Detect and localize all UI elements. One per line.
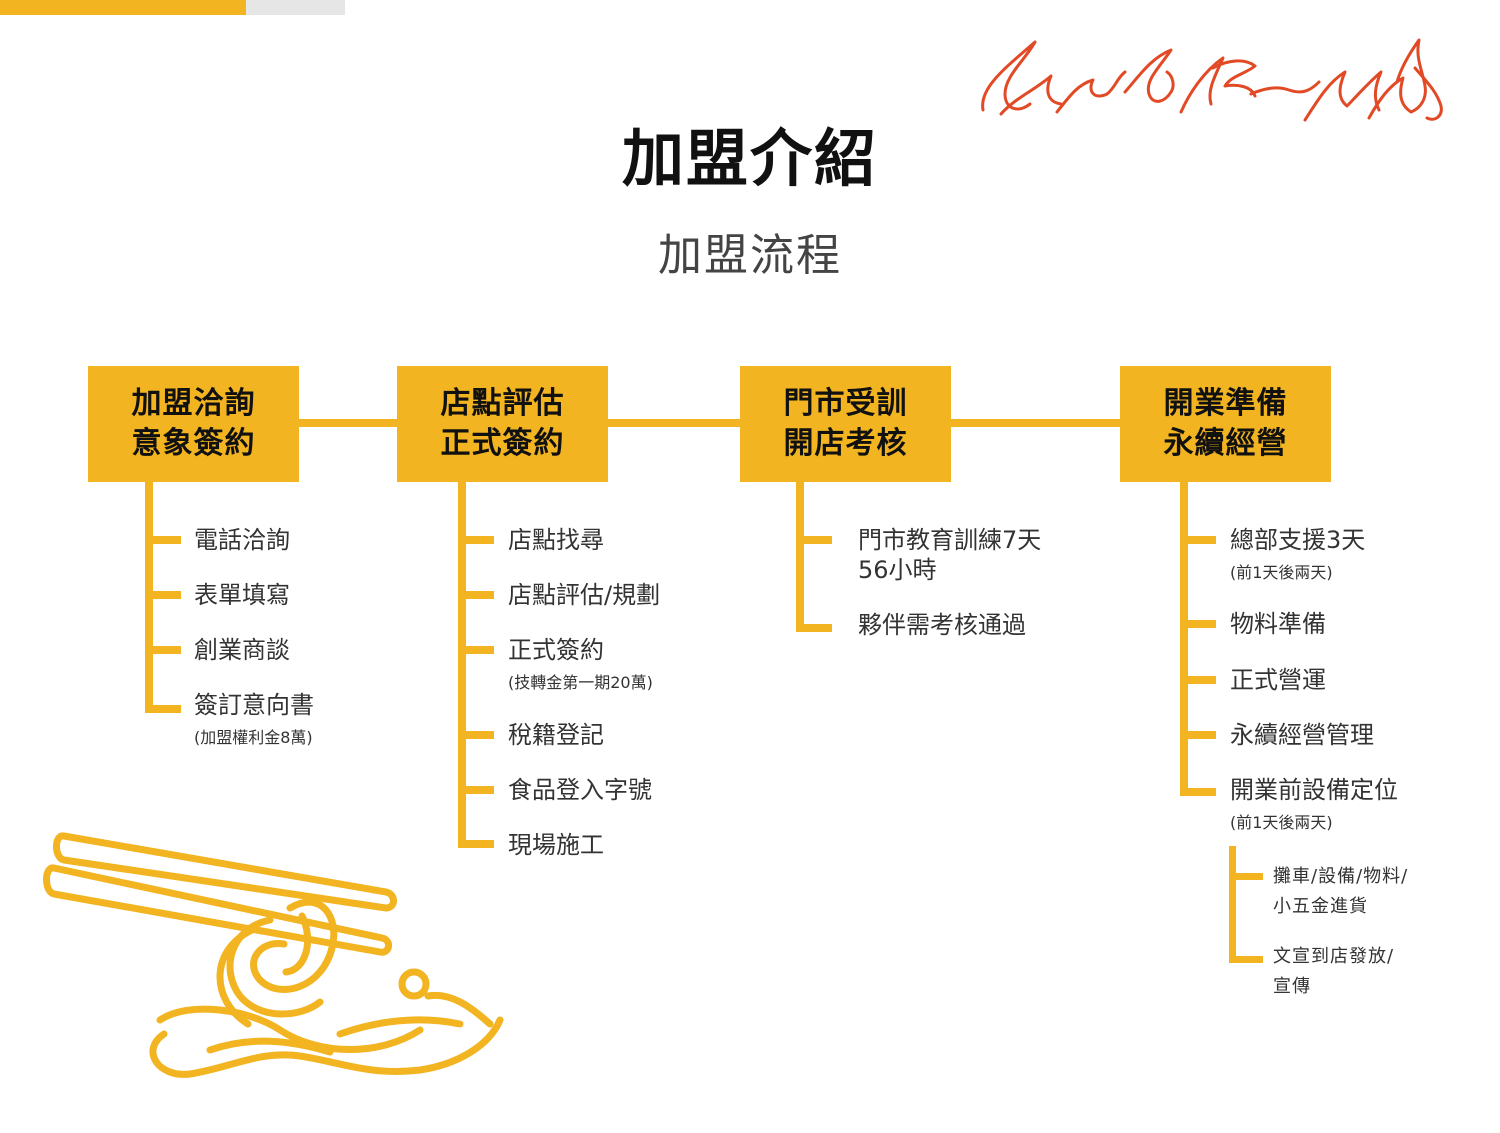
- step-form-fill: 表單填寫: [194, 581, 290, 609]
- step-tick: [458, 646, 494, 654]
- step-site-search: 店點找尋: [508, 526, 604, 554]
- step-store-training-hours: 56小時: [858, 556, 937, 584]
- step-note: (加盟權利金8萬): [194, 728, 313, 747]
- stage-label-line1: 門市受訓: [783, 386, 908, 422]
- substep-flyers: 文宣到店發放/ 宣傳: [1273, 942, 1394, 1001]
- step-staff-assessment: 夥伴需考核通過: [858, 611, 1026, 639]
- step-site-planning: 店點評估/規劃: [508, 581, 661, 609]
- flame-line-art-icon: [981, 38, 1443, 122]
- top-gray-bar: [246, 0, 345, 15]
- stage-box-site-evaluation: 店點評估 正式簽約: [397, 366, 608, 482]
- step-tick: [458, 786, 494, 794]
- page-title: 加盟介紹: [621, 122, 878, 195]
- step-tick: [1180, 788, 1216, 796]
- substep-line2: 小五金進貨: [1273, 895, 1368, 917]
- substep-stem: [1229, 846, 1236, 963]
- step-tick: [1180, 676, 1216, 684]
- stage-label-line1: 加盟洽詢: [131, 386, 256, 422]
- substep-line1: 文宣到店發放/: [1273, 946, 1395, 967]
- substep-cart-equipment: 攤車/設備/物料/ 小五金進貨: [1273, 862, 1408, 921]
- stage-box-opening: 開業準備 永續經營: [1120, 366, 1331, 482]
- step-business-talk: 創業商談: [194, 636, 290, 664]
- stage-label-line2: 正式簽約: [440, 426, 565, 461]
- stage-box-inquiry: 加盟洽詢 意象簽約: [88, 366, 299, 482]
- step-tick: [1180, 731, 1216, 739]
- step-material-prep: 物料準備: [1230, 610, 1326, 638]
- stage-box-training: 門市受訓 開店考核: [740, 366, 951, 482]
- substep-line2: 宣傳: [1273, 975, 1311, 997]
- step-tick: [796, 624, 832, 632]
- step-tick: [458, 731, 494, 739]
- step-formal-operation: 正式營運: [1230, 666, 1326, 694]
- step-food-license: 食品登入字號: [508, 776, 652, 804]
- step-note: (前1天後兩天): [1230, 813, 1333, 832]
- step-phone-inquiry: 電話洽詢: [194, 526, 290, 554]
- top-accent-bar: [0, 0, 246, 15]
- noodle-chopsticks-icon: [43, 832, 504, 1078]
- page-subtitle: 加盟流程: [658, 230, 842, 281]
- step-tick: [458, 840, 494, 848]
- substep-line1: 攤車/設備/物料/: [1273, 866, 1409, 887]
- step-tick: [145, 646, 181, 654]
- step-hq-support: 總部支援3天: [1230, 526, 1366, 554]
- stage-stem: [1180, 482, 1188, 796]
- stage-label-line1: 店點評估: [440, 386, 565, 422]
- step-tick: [145, 705, 181, 713]
- stage-label-line2: 意象簽約: [131, 426, 256, 461]
- step-tick: [796, 536, 832, 544]
- substep-tick: [1229, 956, 1263, 963]
- stage-label-line2: 開店考核: [783, 426, 908, 461]
- step-tick: [1180, 536, 1216, 544]
- stage-connector-line: [299, 419, 1121, 427]
- stage-stem: [796, 482, 804, 632]
- stage-stem: [458, 482, 466, 848]
- step-tick: [458, 536, 494, 544]
- stage-label-line2: 永續經營: [1163, 426, 1288, 461]
- substep-tick: [1229, 873, 1263, 880]
- step-store-training: 門市教育訓練7天: [858, 526, 1042, 554]
- step-tick: [1180, 620, 1216, 628]
- stage-label-line1: 開業準備: [1163, 386, 1288, 422]
- step-sustainable-management: 永續經營管理: [1230, 721, 1374, 749]
- step-note: (前1天後兩天): [1230, 563, 1333, 582]
- step-sign-intent: 簽訂意向書: [194, 691, 314, 719]
- step-tax-registration: 稅籍登記: [508, 721, 604, 749]
- step-tick: [458, 591, 494, 599]
- step-tick: [145, 591, 181, 599]
- step-construction: 現場施工: [508, 831, 604, 859]
- step-equipment-positioning: 開業前設備定位: [1230, 776, 1398, 804]
- step-tick: [145, 536, 181, 544]
- step-note: (技轉金第一期20萬): [508, 673, 653, 692]
- step-formal-contract: 正式簽約: [508, 636, 604, 664]
